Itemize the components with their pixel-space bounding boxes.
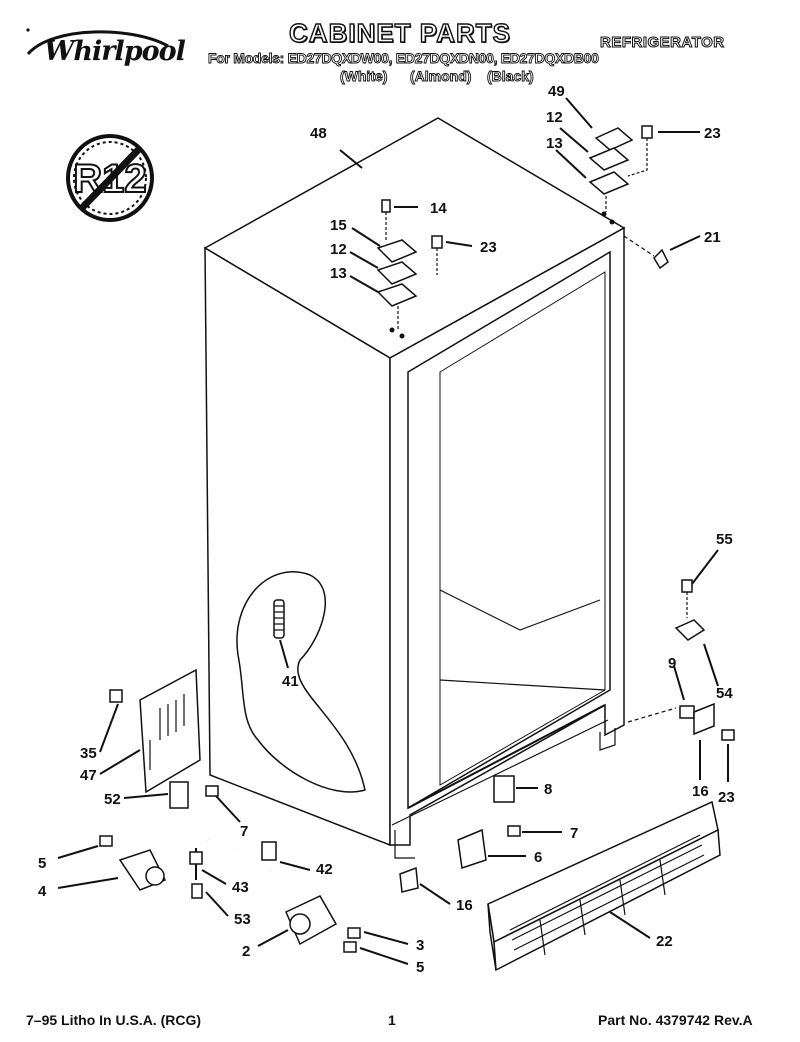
callout-53: 53	[234, 911, 251, 928]
callout-15: 15	[330, 217, 347, 234]
cutaway-insulation	[236, 571, 366, 793]
part-52-bracket	[169, 781, 189, 809]
callout-5-left: 5	[38, 855, 46, 872]
toe-grille	[487, 800, 721, 972]
appliance-category: REFRIGERATOR	[600, 34, 725, 52]
callout-48: 48	[310, 125, 327, 142]
part-6-bracket	[457, 828, 487, 869]
callout-2: 2	[242, 943, 250, 960]
callout-labels: 48 49 12 13 23 14 15 12 13 23 21 55 41 5…	[38, 83, 735, 976]
callout-9: 9	[668, 655, 676, 672]
callout-6: 6	[534, 849, 542, 866]
callout-8: 8	[544, 781, 552, 798]
whirlpool-logo: Whirlpool	[22, 24, 186, 72]
callout-4: 4	[38, 883, 47, 900]
callout-54: 54	[716, 685, 733, 702]
callout-41: 41	[282, 673, 299, 690]
callout-52: 52	[104, 791, 121, 808]
callout-14: 14	[430, 200, 447, 217]
logo-swoosh-icon	[26, 28, 169, 56]
callout-35: 35	[80, 745, 97, 762]
footer-part-number: Part No. 4379742 Rev.A	[598, 1012, 753, 1028]
brand-name: Whirlpool	[44, 36, 186, 67]
color-almond: (Almond)	[410, 68, 472, 85]
part-21-stop	[653, 248, 669, 270]
cabinet-body	[203, 117, 626, 859]
callout-43: 43	[232, 879, 249, 896]
page-title: CABINET PARTS	[288, 17, 511, 48]
callout-5-bottom: 5	[416, 959, 424, 976]
footer-page-number: 1	[388, 1012, 396, 1028]
callout-23-center: 23	[480, 239, 497, 256]
right-side-parts	[627, 579, 735, 741]
color-white: (White)	[340, 68, 388, 85]
leader-lines	[57, 97, 729, 965]
callout-55: 55	[716, 531, 733, 548]
callout-22: 22	[656, 933, 673, 950]
part-42-fitting	[261, 841, 277, 861]
footer-litho: 7–95 Litho In U.S.A. (RCG)	[26, 1012, 202, 1028]
callout-7-left: 7	[240, 823, 248, 840]
center-top-hinge	[376, 199, 443, 339]
color-black: (Black)	[487, 68, 535, 85]
models-line: For Models: ED27DQXDW00, ED27DQXDN00, ED…	[208, 50, 600, 67]
rear-access-panel	[139, 668, 201, 794]
callout-23-bottom: 23	[718, 789, 735, 806]
no-r12-badge: R12	[66, 134, 154, 222]
callout-13-center: 13	[330, 265, 347, 282]
callout-49: 49	[548, 83, 565, 100]
callout-16-right: 16	[692, 783, 709, 800]
callout-13-right: 13	[546, 135, 563, 152]
callout-3: 3	[416, 937, 424, 954]
callout-47: 47	[80, 767, 97, 784]
bottom-front-parts	[285, 775, 521, 953]
callout-23-top: 23	[704, 125, 721, 142]
callout-21: 21	[704, 229, 721, 246]
right-top-hinge	[588, 125, 669, 270]
callout-12-center: 12	[330, 241, 347, 258]
left-side-parts	[99, 668, 277, 899]
badge-text: R12	[73, 157, 146, 201]
callout-7-center: 7	[570, 825, 578, 842]
callout-42: 42	[316, 861, 333, 878]
drain-tube-part	[273, 599, 285, 639]
part-8-block	[493, 775, 515, 803]
callout-12-right: 12	[546, 109, 563, 126]
callout-16-bottom: 16	[456, 897, 473, 914]
